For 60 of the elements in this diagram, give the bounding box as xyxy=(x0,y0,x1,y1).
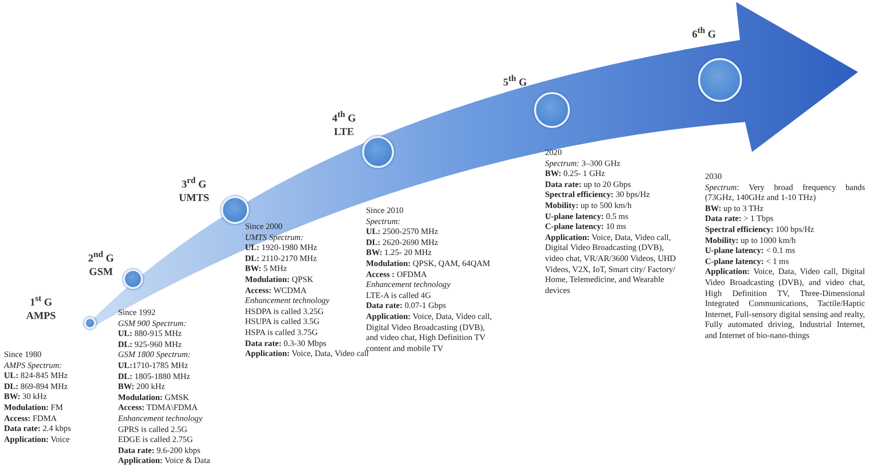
generation-label: 3$^{rd}$ G UMTS xyxy=(178,174,210,204)
spec-text: BW: 1.25- 20 MHz xyxy=(366,248,433,259)
spec-text: Data rate: up to 20 Gbps xyxy=(545,180,632,190)
spec-text: Application: Voice, Data, Video call, Digital Video Broadcasting (DVB), and video chat, High Definition TV, Three-Dimensional Integrated Communications, Tactile/Haptic Internet, Full-sensory digital sensing and realty, Fully automated driving, Industrial Internet, and Internet of bio-nano-things xyxy=(705,267,865,342)
spec-text: Data rate: 0.07-1 Gbps xyxy=(366,301,448,312)
spec-text: Mobility: up to 1000 km/h xyxy=(705,236,797,246)
spec-text: DL: 925-960 MHz xyxy=(118,340,183,350)
milestone-circle xyxy=(221,196,249,224)
spec-text: Application: Voice, Data, Video call, Digital Video Broadcasting (DVB), video chat, VR/AR/3600 Videos, UHD Videos, V2X, IoT, Smart city/ Factory/ Home, Telemedicine, and Wearable devices xyxy=(545,232,677,296)
spec-text: DL: 1805-1880 MHz xyxy=(118,372,192,382)
spec-text: Modulation: GMSK xyxy=(118,392,190,404)
spec-text: Since 2010 xyxy=(366,206,404,217)
spec-text: BW: 0.25- 1 GHz xyxy=(545,169,606,180)
spec-text: Enhancement technology xyxy=(118,414,204,425)
spec-text: Data rate: > 1 Tbps xyxy=(705,214,774,225)
spec-text: Mobility: up to 500 km/h xyxy=(545,200,633,212)
spec-text: BW: up to 3 THz xyxy=(705,204,764,214)
spec-text: LTE-A is called 4G xyxy=(366,290,432,302)
spec-text: UL: 880-915 MHz xyxy=(118,329,183,340)
spec-text: C-plane latency: < 1 ms xyxy=(705,256,790,268)
spec-text: GSM 900 Spectrum: xyxy=(118,318,188,330)
spec-text: Since 1980 xyxy=(4,350,42,361)
spec-text: GPRS is called 2.5G xyxy=(118,424,188,436)
milestone-circle xyxy=(123,269,143,289)
generation-label: 2$^{nd}$ G GSM xyxy=(87,248,115,278)
spec-text: Modulation: QPSK, QAM, 64QAM xyxy=(366,258,492,270)
spec-text: Access: TDMA\FDMA xyxy=(118,403,199,414)
spec-text: Access : OFDMA xyxy=(366,270,428,280)
spec-text: Data rate: 9.6-200 kbps xyxy=(118,446,202,456)
generation-label: 6$^{th}$ G xyxy=(691,24,717,42)
spec-text: DL: 2620-2690 MHz xyxy=(366,238,440,248)
spec-text: Data rate: 2.4 kbps xyxy=(4,424,72,435)
spec-text: Application: Voice xyxy=(4,434,71,446)
spec-text: Spectrum: 3–300 GHz xyxy=(545,158,622,170)
spec-text: EDGE is called 2.75G xyxy=(118,435,194,446)
spec-text: Spectrum: Very broad frequency bands (73GHz, 140GHz and 1-10 THz) xyxy=(705,182,865,204)
spec-text: Application: Voice, Data, Video call xyxy=(245,349,369,360)
spec-text: Since 1992 xyxy=(118,308,156,319)
spec-text: U-plane latency: < 0.1 ms xyxy=(705,246,796,257)
generation-label: 4$^{th}$ G LTE xyxy=(331,108,357,138)
spec-text: 2030 xyxy=(705,172,723,183)
spec-text: U-plane latency: 0.5 ms xyxy=(545,212,630,222)
spec-text: UL: 2500-2570 MHz xyxy=(366,227,440,238)
spec-text: Access: FDMA xyxy=(4,414,58,424)
spec-text: Application: Voice & Data xyxy=(118,456,212,467)
spec-text: AMPS Spectrum: xyxy=(4,360,63,372)
spec-text: UL:1710-1785 MHz xyxy=(118,360,190,372)
milestone-circle xyxy=(84,317,96,329)
spec-text: C-plane latency: 10 ms xyxy=(545,222,628,233)
spec-text: BW: 200 kHz xyxy=(118,382,166,393)
spec-text: Spectrum: xyxy=(366,216,402,228)
generation-label: 5$^{th}$ G xyxy=(502,72,528,90)
generation-label: 1$^{st}$ G AMPS xyxy=(25,292,57,322)
spec-text: UL: 824-845 MHz xyxy=(4,371,69,382)
spec-text: 2020 xyxy=(545,148,563,159)
spec-text: Spectral efficiency: 30 bps/Hz xyxy=(545,190,651,201)
spec-text: Spectral efficiency: 100 bps/Hz xyxy=(705,224,816,236)
spec-text: DL: 869-894 MHz xyxy=(4,382,69,392)
spec-text: Enhancement technology xyxy=(366,280,452,291)
spec-text: GSM 1800 Spectrum: xyxy=(118,350,192,361)
